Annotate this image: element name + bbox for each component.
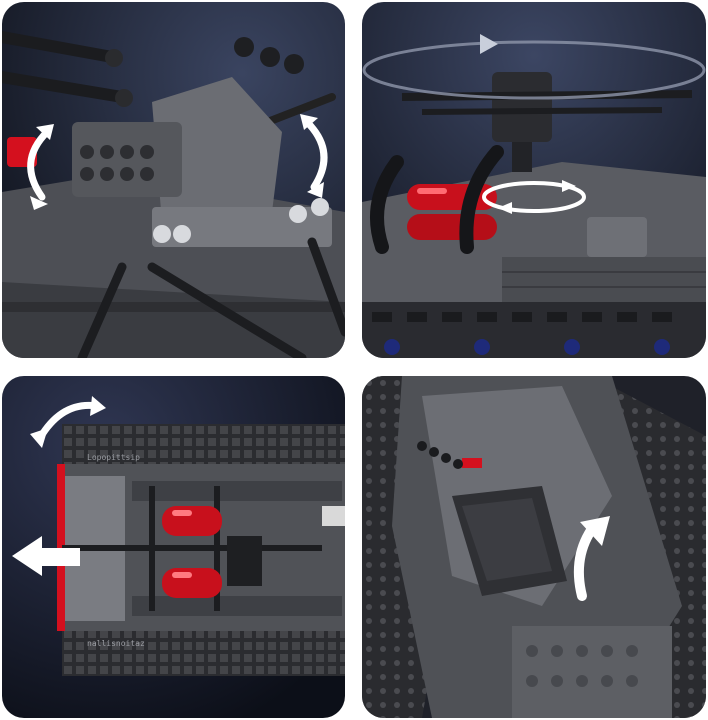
stamp-bottom-text: nallisnoitaz [87,639,145,648]
gun-mount-illustration [2,2,345,358]
slide-arrow-icon [12,536,80,576]
stamp-top-text: Lopopittsip [87,453,140,462]
photo-turret-rotation [362,2,706,358]
photo-gun-mount [2,2,345,358]
rotate-vertical-arrow-icon [27,118,328,201]
rotate-horizontal-ring-icon [362,34,706,214]
red-fuel-tanks [162,506,222,598]
red-pin [462,458,482,468]
red-edge-trim [57,464,65,631]
photo-hull-top-view: Lopopittsip nallisnoitaz [2,376,345,718]
photo-rear-hatch [362,376,706,718]
lift-arrow-icon [573,516,610,601]
hull-top-view-illustration: Lopopittsip nallisnoitaz [2,376,345,718]
rear-hatch-illustration [362,376,706,718]
rotate-arrow-icon [30,396,106,448]
turret-rotation-illustration [362,2,706,358]
